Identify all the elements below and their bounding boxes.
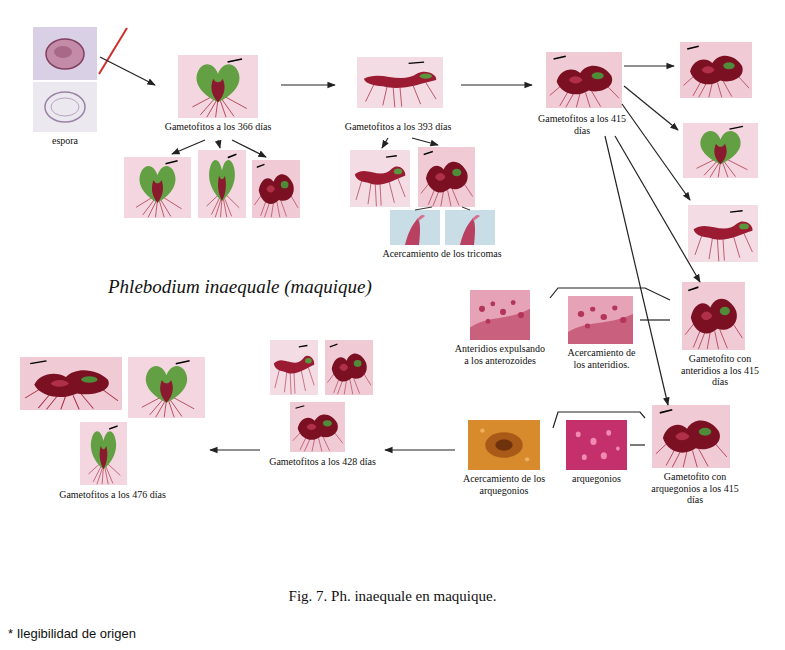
caption-text: Acercamiento de los arquegonios: [455, 472, 553, 496]
photo-panel: Acercamiento de los arquegonios: [455, 420, 553, 496]
arrow: [382, 138, 388, 148]
closeup-photo: [390, 210, 440, 245]
closeup-photo: [566, 420, 627, 470]
gametophyte-photo: [128, 357, 205, 418]
caption-text: arquegonios: [563, 472, 630, 485]
caption-text: Gametofitos a los 428 días: [260, 455, 385, 468]
figure-caption: Fig. 7. Ph. inaequale en maquique.: [0, 588, 785, 605]
arrow: [624, 65, 674, 66]
photo-panel: Acercamiento de los tricomas: [377, 208, 507, 260]
spore-photo: [33, 82, 97, 132]
note-text: * Ilegibilidad de origen: [8, 626, 136, 641]
closeup-photo: [568, 296, 633, 344]
gametophyte-photo: [683, 123, 758, 178]
caption-text: Gametofitos a los 476 días: [15, 488, 210, 501]
caption-text: Gametofitos a los 366 días: [155, 120, 281, 133]
connector: [210, 449, 260, 450]
gametophyte-photo: [124, 157, 191, 218]
arrow: [622, 104, 690, 200]
gametophyte-photo: [270, 340, 318, 395]
photo-panel: Gametofitos a los 393 días: [335, 52, 461, 133]
gametophyte-photo: [198, 150, 246, 218]
gametophyte-photo: [652, 405, 730, 468]
gametophyte-photo: [418, 147, 475, 207]
gametophyte-photo: [178, 55, 258, 118]
photo-panel: Anteridios expulsando a los anterozoides: [450, 290, 550, 366]
connector: [640, 319, 670, 320]
connector: [550, 288, 670, 300]
gametophyte-photo: [688, 205, 758, 262]
photo-panel: Gametofitos a los 366 días: [155, 52, 281, 133]
caption-text: Gametofitos a los 393 días: [335, 120, 461, 133]
arrow: [624, 86, 678, 130]
arrow: [172, 140, 205, 154]
gametophyte-photo: [20, 357, 122, 410]
gametophyte-photo: [350, 150, 410, 207]
connector: [281, 84, 335, 85]
photo-panel: Gametofitos a los 476 días: [15, 355, 210, 501]
photo-panel: Gametofitos a los 428 días: [260, 340, 385, 468]
leader-line: [415, 207, 432, 210]
spore-photo: [33, 27, 97, 80]
connector: [461, 84, 532, 85]
caption-text: Acercamiento de los tricomas: [377, 247, 507, 260]
gametophyte-photo: [682, 282, 745, 350]
gametophyte-photo: [80, 422, 127, 485]
closeup-photo: [445, 210, 495, 245]
connector: [615, 136, 700, 282]
caption-text: espora: [30, 134, 100, 147]
caption-text: Acercamiento de los anteridios.: [563, 346, 640, 370]
caption-text: Anteridios expulsando a los anterozoides: [450, 342, 550, 366]
gametophyte-photo: [680, 42, 752, 98]
photo-panel: Gametofito con anteridios a los 415 días: [670, 282, 770, 388]
gametophyte-photo: [357, 57, 443, 108]
strike-line: [99, 28, 127, 74]
caption-text: Gametofito con arquegonios a los 415 día…: [645, 470, 745, 506]
leader-line: [462, 207, 470, 210]
connector: [385, 449, 455, 450]
gametophyte-photo: [252, 160, 300, 218]
connector: [553, 412, 645, 428]
gametophyte-photo: [290, 402, 345, 452]
gametophyte-photo: [546, 52, 622, 108]
arrow: [218, 140, 220, 148]
figure-heading: Phlebodium inaequale (maquique): [108, 276, 372, 298]
photo-panel: Gametofito con arquegonios a los 415 día…: [645, 405, 745, 506]
caption-text: Gametofito con anteridios a los 415 días: [670, 352, 770, 388]
arrow: [412, 138, 438, 145]
photo-panel: arquegonios: [563, 420, 630, 485]
connector: [100, 57, 155, 85]
caption-text: Gametofitos a los 415 días: [532, 112, 632, 136]
photo-panel: Acercamiento de los anteridios.: [563, 296, 640, 370]
connector: [630, 444, 645, 445]
closeup-photo: [468, 420, 540, 470]
photo-panel: espora: [30, 27, 100, 147]
closeup-photo: [470, 290, 530, 340]
photo-panel: Gametofitos a los 415 días: [532, 52, 632, 136]
arrow: [232, 140, 266, 157]
gametophyte-photo: [325, 340, 373, 395]
